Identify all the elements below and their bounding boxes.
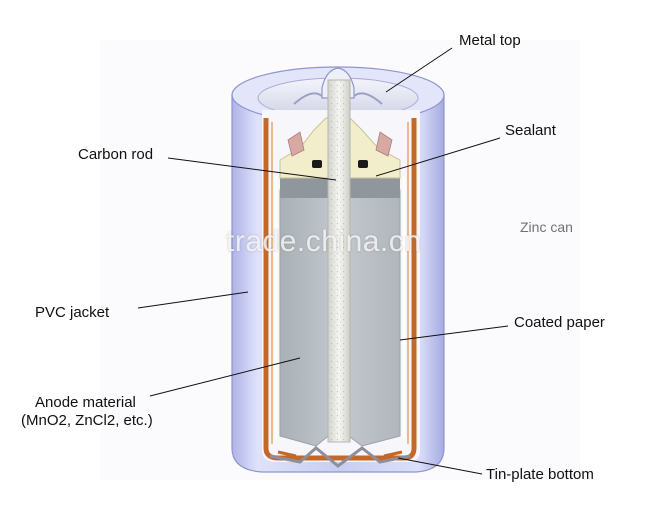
leader-pvc-jacket [137,291,249,309]
leader-coated-paper [399,325,509,341]
watermark: trade.china.cn [226,225,422,258]
label-zinc-can: Zinc can [520,219,573,235]
bottom-seal [277,450,403,458]
label-coated-paper: Coated paper [514,314,605,331]
sealant-clip-left [312,160,322,168]
sealant-tab-right [375,131,393,157]
label-anode-material: Anode material [35,394,136,411]
carbon-rod-texture [328,80,350,442]
zinc-can-highlight [271,122,409,444]
coated-paper [274,176,406,440]
leader-lines [137,47,509,475]
label-pvc-jacket: PVC jacket [35,304,110,321]
leader-anode-material [149,357,301,397]
sealant-clip-right [358,160,368,168]
label-tin-plate-bottom: Tin-plate bottom [486,466,594,483]
leader-tin-plate-bottom [397,457,483,475]
leader-metal-top [385,47,453,93]
tin-plate-bottom [269,446,411,468]
label-metal-top: Metal top [459,32,521,49]
sealant-tab-left [287,131,305,157]
metal-top-shoulder [293,92,383,105]
label-anode-material-detail: (MnO2, ZnCl2, etc.) [21,412,153,429]
label-carbon-rod: Carbon rod [78,146,154,163]
label-sealant: Sealant [505,122,556,139]
leader-carbon-rod [167,157,337,181]
zinc-can [263,118,417,461]
leader-sealant [375,137,501,177]
